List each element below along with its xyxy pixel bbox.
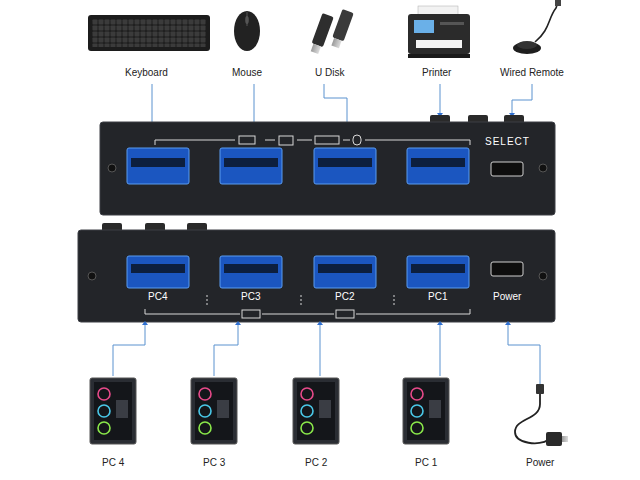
switch-panel: PC4 PC3 PC2 PC1 Power [78,230,555,322]
device-label: U Disk [315,67,344,79]
port-label: SELECT [485,136,530,148]
device-label: Wired Remote [500,67,564,79]
port-label: Power [493,291,521,303]
device-label: Keyboard [125,67,168,79]
device-label: PC 2 [305,457,327,469]
device-label: PC 3 [203,457,225,469]
switch-panel: SELECT [100,122,555,215]
device-label: Power [526,457,554,469]
device-label: PC 1 [415,457,437,469]
device-label: Mouse [232,67,262,79]
port-label: PC3 [241,291,260,303]
port-label: PC4 [148,291,167,303]
device-label: PC 4 [102,457,124,469]
port-label: PC2 [335,291,354,303]
device-label: Printer [422,67,451,79]
port-label: PC1 [428,291,447,303]
